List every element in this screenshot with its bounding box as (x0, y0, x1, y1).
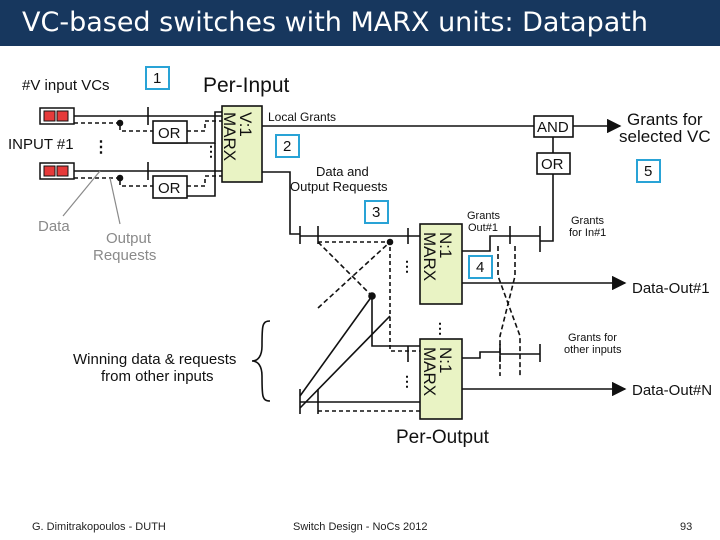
local-grants-label: Local Grants (268, 110, 336, 124)
or-gate-top: OR (152, 120, 188, 144)
data-requests-label-2: Output Requests (290, 179, 388, 194)
data-requests-label-1: Data and (316, 164, 369, 179)
n1-ellipsis-icon-2: ⋮ (433, 320, 447, 336)
grants-out-label-1: Grants (467, 210, 501, 222)
svg-text:5: 5 (644, 163, 652, 180)
svg-text:MARX: MARX (220, 112, 239, 161)
grants-other-label-1: Grants for (568, 332, 617, 344)
step-4-box: 4 (468, 255, 493, 279)
winning-label-2: from other inputs (101, 368, 214, 385)
winning-label-1: Winning data & requests (73, 351, 236, 368)
svg-text:N:1: N:1 (436, 347, 455, 373)
datapath-diagram: #V input VCs Per-Input INPUT #1 Local Gr… (8, 66, 712, 448)
data-outn-label: Data-Out#N (632, 382, 712, 399)
input-queue-top-icon (39, 107, 75, 125)
grants-selected-label-1: Grants for (627, 110, 703, 129)
svg-text:OR: OR (158, 125, 181, 142)
n1-ellipsis-icon-1: ⋮ (400, 258, 414, 274)
per-input-label: Per-Input (203, 74, 290, 97)
marx-ellipsis-icon: ⋮ (204, 143, 218, 159)
svg-text:OR: OR (541, 156, 564, 173)
per-output-label: Per-Output (396, 427, 490, 448)
or-gate-bottom: OR (152, 175, 188, 199)
svg-text:MARX: MARX (420, 347, 439, 396)
grants-out-label-2: Out#1 (468, 222, 498, 234)
grants-in-label-2: for In#1 (569, 227, 606, 239)
svg-text:AND: AND (537, 119, 569, 136)
step-2-box: 2 (275, 134, 300, 158)
step-3-box: 3 (364, 200, 389, 224)
footer-author: G. Dimitrakopoulos - DUTH (32, 521, 166, 533)
svg-text:N:1: N:1 (436, 232, 455, 258)
input-vcs-label: #V input VCs (22, 77, 110, 94)
input1-label: INPUT #1 (8, 136, 74, 153)
data-label: Data (38, 218, 70, 235)
n1-ellipsis-icon-3: ⋮ (400, 373, 414, 389)
output-requests-label-2: Requests (93, 247, 156, 264)
svg-text:V:1: V:1 (236, 112, 255, 137)
title-bar: VC-based switches with MARX units: Datap… (0, 0, 720, 46)
grants-selected-label-2: selected VC (619, 127, 711, 146)
svg-text:MARX: MARX (420, 232, 439, 281)
svg-text:4: 4 (476, 259, 484, 276)
svg-text:1: 1 (153, 70, 161, 87)
grants-in-label-1: Grants (571, 215, 605, 227)
svg-text:2: 2 (283, 138, 291, 155)
svg-text:OR: OR (158, 180, 181, 197)
svg-text:3: 3 (372, 204, 380, 221)
slide-title: VC-based switches with MARX units: Datap… (22, 7, 648, 38)
step-5-box: 5 (636, 159, 661, 183)
input-queue-bottom-icon (39, 162, 75, 180)
vertical-ellipsis-icon: ⋮ (93, 139, 109, 156)
or-gate-right: OR (536, 152, 571, 175)
footer-title: Switch Design - NoCs 2012 (293, 521, 428, 533)
grants-other-label-2: other inputs (564, 344, 622, 356)
data-out1-label: Data-Out#1 (632, 280, 710, 297)
step-1-box: 1 (145, 66, 170, 90)
and-gate: AND (533, 115, 574, 138)
n1-marx-block-2: N:1 MARX (419, 338, 463, 420)
v1-marx-block: V:1 MARX (220, 105, 263, 183)
n1-marx-block-1: N:1 MARX (419, 223, 463, 305)
output-requests-label-1: Output (106, 230, 152, 247)
page-number: 93 (680, 521, 693, 533)
